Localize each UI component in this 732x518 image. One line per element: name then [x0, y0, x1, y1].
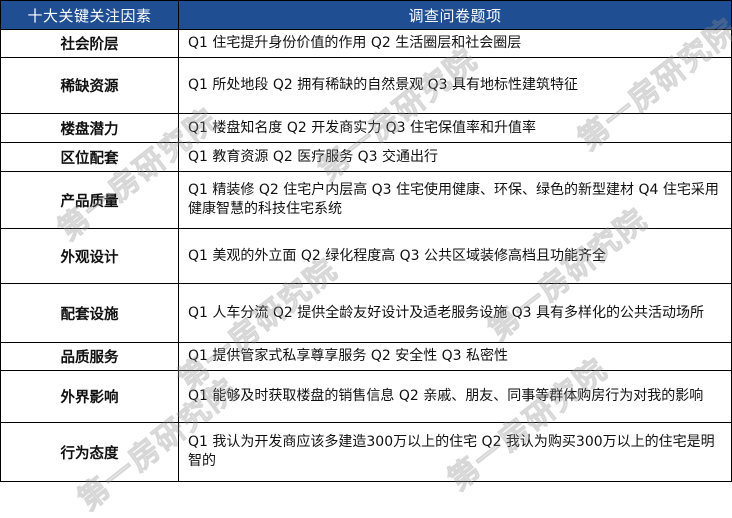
survey-items-cell: Q1 精装修 Q2 住宅户内层高 Q3 住宅使用健康、环保、绿色的新型建材 Q4… [178, 171, 732, 229]
header-survey-items: 调查问卷题项 [178, 0, 732, 30]
survey-items-cell: Q1 楼盘知名度 Q2 开发商实力 Q3 住宅保值率和升值率 [178, 113, 732, 143]
factor-cell: 稀缺资源 [0, 57, 179, 114]
survey-items-cell: Q1 能够及时获取楼盘的销售信息 Q2 亲戚、朋友、同事等群体购房行为对我的影响 [178, 370, 732, 423]
factor-cell: 区位配套 [0, 142, 179, 172]
factor-cell: 楼盘潜力 [0, 113, 179, 143]
survey-items-cell: Q1 提供管家式私享尊享服务 Q2 安全性 Q3 私密性 [178, 342, 732, 371]
factor-cell: 产品质量 [0, 171, 179, 229]
table-row: 产品质量 Q1 精装修 Q2 住宅户内层高 Q3 住宅使用健康、环保、绿色的新型… [0, 171, 732, 229]
survey-items-cell: Q1 所处地段 Q2 拥有稀缺的自然景观 Q3 具有地标性建筑特征 [178, 57, 732, 114]
table-row: 区位配套 Q1 教育资源 Q2 医疗服务 Q3 交通出行 [0, 142, 732, 172]
table-row: 外界影响 Q1 能够及时获取楼盘的销售信息 Q2 亲戚、朋友、同事等群体购房行为… [0, 370, 732, 423]
factor-cell: 行为态度 [0, 422, 179, 482]
table-row: 稀缺资源 Q1 所处地段 Q2 拥有稀缺的自然景观 Q3 具有地标性建筑特征 [0, 57, 732, 114]
table-row: 社会阶层 Q1 住宅提升身份价值的作用 Q2 生活圈层和社会圈层 [0, 29, 732, 58]
header-factor: 十大关键关注因素 [0, 0, 179, 30]
factor-cell: 品质服务 [0, 342, 179, 371]
factor-cell: 外观设计 [0, 228, 179, 284]
factor-cell: 配套设施 [0, 283, 179, 343]
survey-items-cell: Q1 教育资源 Q2 医疗服务 Q3 交通出行 [178, 142, 732, 172]
table-row: 行为态度 Q1 我认为开发商应该多建造300万以上的住宅 Q2 我认为购买300… [0, 422, 732, 482]
table-row: 配套设施 Q1 人车分流 Q2 提供全龄友好设计及适老服务设施 Q3 具有多样化… [0, 283, 732, 343]
factor-cell: 外界影响 [0, 370, 179, 423]
factor-cell: 社会阶层 [0, 29, 179, 58]
table-row: 楼盘潜力 Q1 楼盘知名度 Q2 开发商实力 Q3 住宅保值率和升值率 [0, 113, 732, 143]
survey-items-cell: Q1 住宅提升身份价值的作用 Q2 生活圈层和社会圈层 [178, 29, 732, 58]
survey-items-cell: Q1 美观的外立面 Q2 绿化程度高 Q3 公共区域装修高档且功能齐全 [178, 228, 732, 284]
table-row: 品质服务 Q1 提供管家式私享尊享服务 Q2 安全性 Q3 私密性 [0, 342, 732, 371]
table-row: 外观设计 Q1 美观的外立面 Q2 绿化程度高 Q3 公共区域装修高档且功能齐全 [0, 228, 732, 284]
survey-factor-table: 十大关键关注因素 调查问卷题项 社会阶层 Q1 住宅提升身份价值的作用 Q2 生… [0, 0, 732, 482]
survey-items-cell: Q1 人车分流 Q2 提供全龄友好设计及适老服务设施 Q3 具有多样化的公共活动… [178, 283, 732, 343]
table-header-row: 十大关键关注因素 调查问卷题项 [0, 0, 732, 30]
survey-items-cell: Q1 我认为开发商应该多建造300万以上的住宅 Q2 我认为购买300万以上的住… [178, 422, 732, 482]
